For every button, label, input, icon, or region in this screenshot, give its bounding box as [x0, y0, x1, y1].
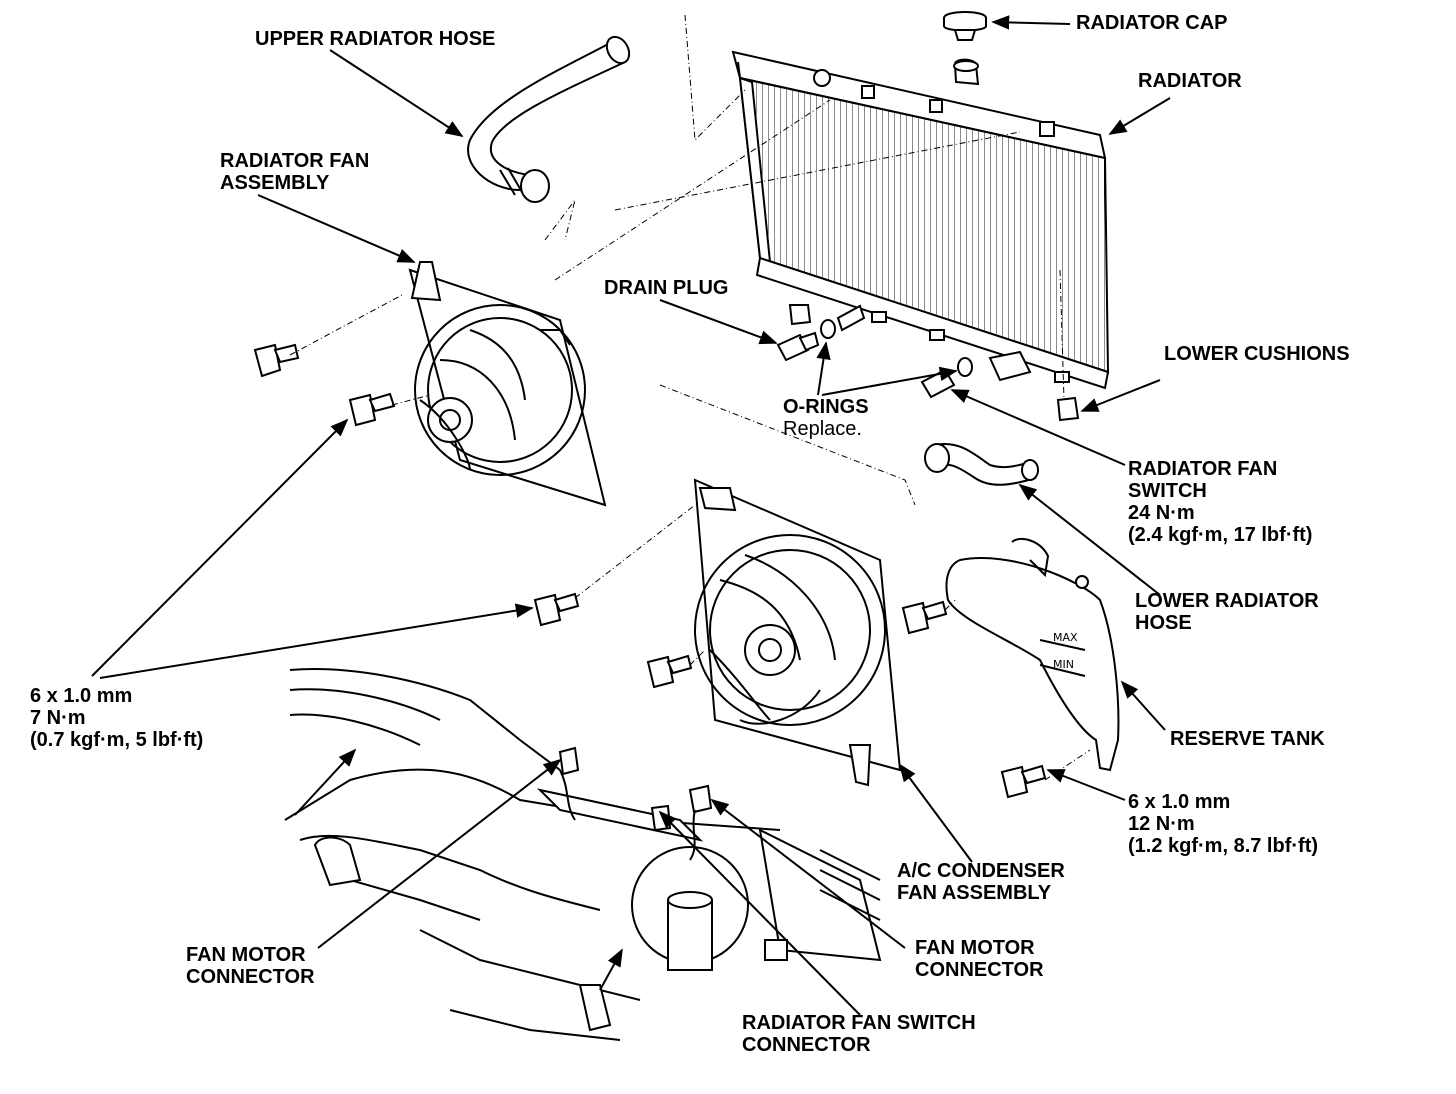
radiator-fan-assembly-illustration	[408, 261, 607, 507]
install-arrow-engine	[294, 748, 357, 816]
reserve-tank-illustration: MAX MIN	[945, 537, 1120, 772]
lower-cushion-part	[1056, 396, 1080, 422]
leader-upper-hose	[329, 49, 464, 137]
label-radiator-fan-switch: RADIATOR FAN SWITCH 24 N·m (2.4 kgf·m, 1…	[1128, 458, 1313, 546]
label-bolt-left-spec: 6 x 1.0 mm 7 N·m (0.7 kgf·m, 5 lbf·ft)	[30, 685, 204, 751]
leader-fan-motor-left	[317, 758, 562, 949]
bolt-part	[533, 592, 580, 627]
label-ac-condenser-fan-assembly: A/C CONDENSER FAN ASSEMBLY	[897, 860, 1065, 904]
leader-lower-cushions	[1080, 379, 1161, 412]
label-radiator: RADIATOR	[1138, 70, 1242, 92]
alignment-lines	[289, 14, 1091, 781]
label-lower-radiator-hose: LOWER RADIATOR HOSE	[1135, 590, 1319, 634]
leader-ac-condenser	[898, 763, 973, 863]
radiator-illustration	[731, 50, 1110, 390]
bolt-part	[253, 343, 300, 378]
leader-fan-switch	[950, 389, 1126, 466]
bolt-part	[646, 654, 693, 689]
label-fan-motor-connector-right: FAN MOTOR CONNECTOR	[915, 937, 1044, 981]
leader-radiator	[1108, 97, 1171, 135]
leader-radiator-fan	[257, 194, 416, 263]
bolt-part	[348, 392, 396, 427]
leader-radiator-cap	[991, 15, 1071, 30]
upper-radiator-hose-illustration	[467, 35, 631, 203]
leader-lines	[91, 15, 1171, 1016]
bolt-part	[1000, 764, 1047, 799]
leader-bolt-a	[91, 418, 349, 677]
label-o-rings: O-RINGS Replace.	[783, 396, 869, 440]
label-radiator-fan-switch-connector: RADIATOR FAN SWITCH CONNECTOR	[742, 1012, 976, 1056]
label-lower-cushions: LOWER CUSHIONS	[1164, 343, 1350, 365]
bolt-part	[901, 600, 948, 635]
label-radiator-cap: RADIATOR CAP	[1076, 12, 1228, 34]
tank-min-mark: MIN	[1053, 658, 1074, 671]
label-radiator-fan-assembly: RADIATOR FAN ASSEMBLY	[220, 150, 370, 194]
leader-reserve-tank	[1120, 680, 1166, 731]
leader-fan-switch-connector	[658, 810, 861, 1016]
leader-bolt-b	[99, 603, 534, 679]
label-upper-radiator-hose: UPPER RADIATOR HOSE	[255, 28, 496, 50]
leader-drain-plug	[659, 299, 778, 345]
o-ring-part	[957, 357, 973, 377]
o-ring-part	[820, 319, 836, 339]
lower-cushion-part	[788, 304, 812, 326]
leader-lower-hose	[1018, 483, 1161, 596]
label-drain-plug: DRAIN PLUG	[604, 277, 729, 299]
label-reserve-tank: RESERVE TANK	[1170, 728, 1325, 750]
radiator-cap-illustration	[943, 11, 987, 41]
label-fan-motor-connector-left: FAN MOTOR CONNECTOR	[186, 944, 315, 988]
ac-condenser-fan-assembly-illustration	[693, 478, 902, 787]
lower-radiator-hose-illustration	[924, 443, 1039, 486]
leader-o-ring-b	[821, 366, 958, 396]
tank-max-mark: MAX	[1053, 631, 1078, 644]
hardware-parts	[253, 304, 1080, 799]
label-bolt-right-spec: 6 x 1.0 mm 12 N·m (1.2 kgf·m, 8.7 lbf·ft…	[1128, 791, 1319, 857]
leader-o-ring-a	[816, 341, 831, 396]
leader-fan-motor-right	[710, 798, 906, 949]
leader-bolt-right	[1046, 769, 1126, 801]
install-arrow-hose	[599, 948, 623, 991]
drain-plug-part	[776, 331, 820, 362]
